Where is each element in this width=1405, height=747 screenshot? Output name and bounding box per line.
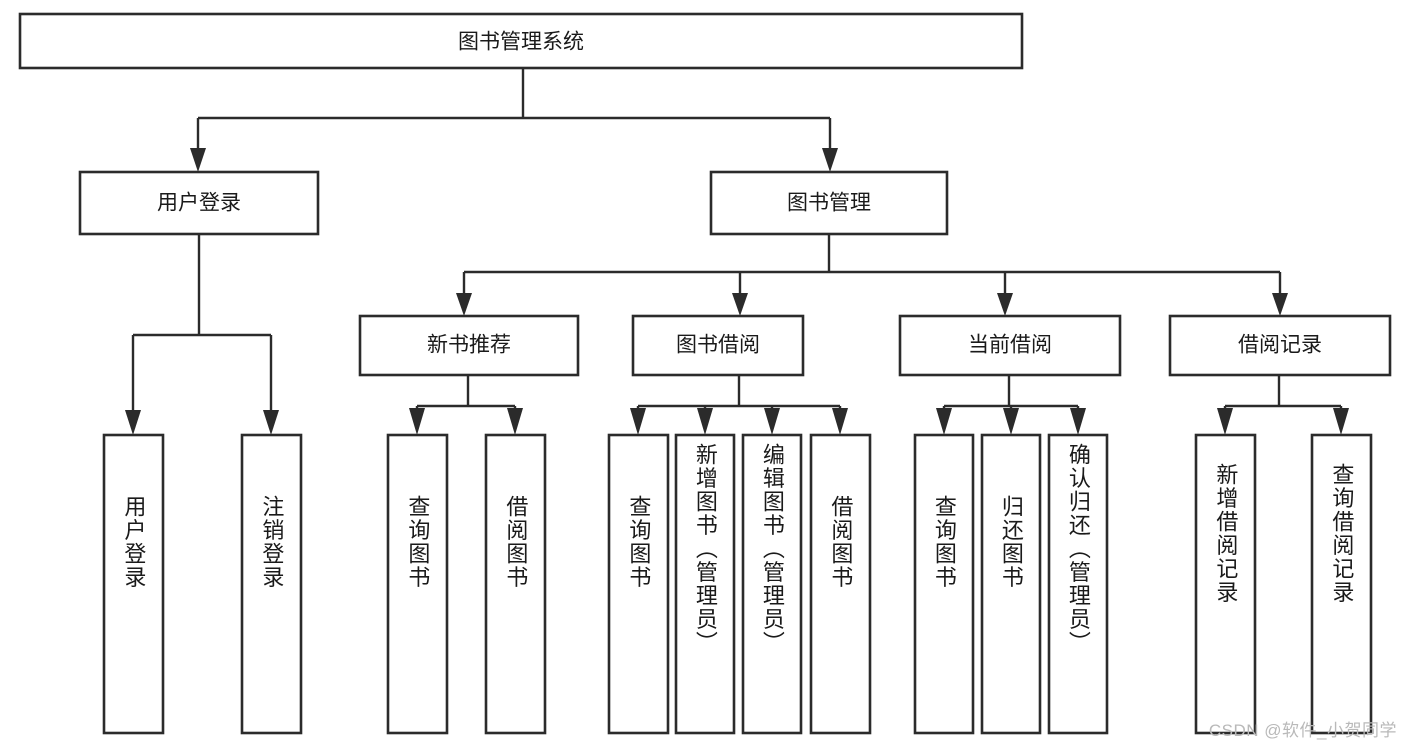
node-leaf-add-book-box[interactable]	[674, 433, 736, 735]
connector-layer	[125, 68, 1349, 435]
arrow-head-leaf-edit-book	[764, 408, 780, 435]
arrow-head-new-book-recommend	[456, 293, 472, 316]
node-leaf-borrow-book-1-box[interactable]	[484, 433, 547, 735]
arrow-head-book-borrow	[732, 293, 748, 316]
arrow-head-leaf-confirm-return	[1070, 408, 1086, 435]
node-root-label: 图书管理系统	[458, 31, 584, 54]
node-user-login[interactable]: 用户登录	[78, 170, 320, 236]
node-new-book-recommend-label: 新书推荐	[427, 334, 511, 357]
node-layer: 图书管理系统 用户登录 图书管理 新书推荐 图书借阅	[18, 12, 1392, 735]
arrow-head-leaf-logout	[263, 410, 279, 435]
arrow-head-leaf-borrow-book-1	[507, 408, 523, 435]
node-book-borrow-label: 图书借阅	[676, 334, 760, 357]
node-book-manage-label: 图书管理	[787, 192, 871, 215]
node-leaf-logout-box[interactable]	[240, 433, 303, 735]
node-root[interactable]: 图书管理系统	[18, 12, 1024, 70]
node-leaf-borrow-book-2-box[interactable]	[809, 433, 872, 735]
arrow-head-leaf-add-book	[697, 408, 713, 435]
node-borrow-record-box[interactable]	[1168, 314, 1392, 377]
arrow-head-book-manage	[822, 148, 838, 172]
arrow-head-leaf-borrow-book-2	[832, 408, 848, 435]
node-leaf-query-record-box[interactable]	[1310, 433, 1373, 735]
node-leaf-confirm-return-box[interactable]	[1047, 433, 1109, 735]
node-book-manage-box[interactable]	[709, 170, 949, 236]
node-leaf-return-book-box[interactable]	[980, 433, 1042, 735]
arrow-head-leaf-user-login	[125, 410, 141, 435]
node-leaf-add-record-box[interactable]	[1194, 433, 1257, 735]
node-current-borrow-box[interactable]	[898, 314, 1122, 377]
arrow-head-leaf-query-book-2	[630, 408, 646, 435]
node-leaf-query-book-1-box[interactable]	[386, 433, 449, 735]
node-book-borrow[interactable]: 图书借阅	[631, 314, 805, 377]
node-current-borrow-label: 当前借阅	[968, 334, 1052, 357]
arrow-head-leaf-query-record	[1333, 408, 1349, 435]
node-borrow-record-label: 借阅记录	[1238, 334, 1322, 357]
node-book-manage[interactable]: 图书管理	[709, 170, 949, 236]
node-new-book-recommend-box[interactable]	[358, 314, 580, 377]
arrow-head-leaf-query-book-1	[409, 408, 425, 435]
node-new-book-recommend[interactable]: 新书推荐	[358, 314, 580, 377]
arrow-head-borrow-record	[1272, 293, 1288, 316]
arrow-head-leaf-add-record	[1217, 408, 1233, 435]
arrow-head-current-borrow	[997, 293, 1013, 316]
node-current-borrow[interactable]: 当前借阅	[898, 314, 1122, 377]
arrow-head-user-login	[190, 148, 206, 172]
node-leaf-query-book-3-box[interactable]	[913, 433, 975, 735]
node-user-login-label: 用户登录	[157, 192, 241, 215]
node-book-borrow-box[interactable]	[631, 314, 805, 377]
node-leaf-edit-book-box[interactable]	[741, 433, 803, 735]
node-root-box[interactable]	[18, 12, 1024, 70]
node-user-login-box[interactable]	[78, 170, 320, 236]
node-leaf-user-login-box[interactable]	[102, 433, 165, 735]
node-leaf-query-book-2-box[interactable]	[607, 433, 670, 735]
node-borrow-record[interactable]: 借阅记录	[1168, 314, 1392, 377]
arrow-head-leaf-query-book-3	[936, 408, 952, 435]
arrow-head-leaf-return-book	[1003, 408, 1019, 435]
